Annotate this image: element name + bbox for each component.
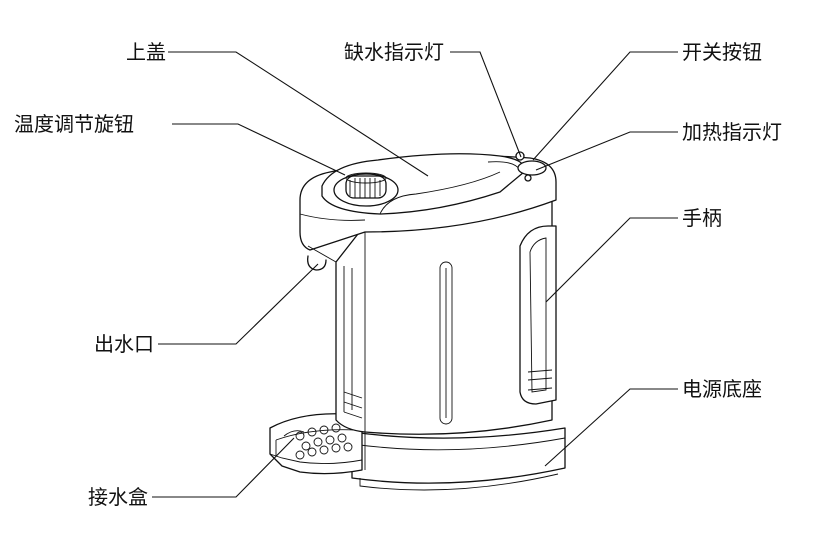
label-base: 电源底座 — [682, 377, 762, 401]
drip-tray — [269, 413, 363, 475]
handle-part — [519, 225, 557, 405]
power-base — [351, 427, 566, 491]
temperature-knob — [333, 172, 399, 207]
heating-light-lamp — [524, 174, 532, 182]
label-power-switch: 开关按钮 — [682, 40, 762, 64]
label-drip-tray: 接水盒 — [88, 485, 148, 509]
label-low-water-light: 缺水指示灯 — [344, 40, 444, 64]
label-outlet: 出水口 — [94, 332, 154, 356]
control-cluster — [515, 151, 547, 182]
label-temperature-knob: 温度调节旋钮 — [14, 112, 134, 136]
leader-lines — [152, 51, 678, 498]
label-handle: 手柄 — [682, 206, 722, 230]
power-switch-button — [517, 160, 547, 176]
label-lid: 上盖 — [126, 40, 166, 64]
outlet-nozzle — [307, 255, 327, 271]
callout-labels: 上盖 温度调节旋钮 缺水指示灯 开关按钮 加热指示灯 手柄 出水口 电源底座 接… — [14, 40, 782, 509]
dispenser-illustration — [269, 151, 566, 491]
label-heating-light: 加热指示灯 — [682, 120, 782, 144]
water-level-window — [439, 261, 453, 425]
low-water-light-lamp — [515, 151, 525, 161]
drip-tray-holes — [283, 423, 353, 460]
